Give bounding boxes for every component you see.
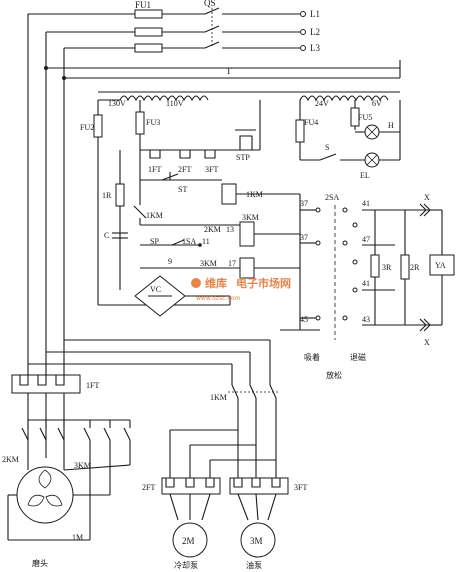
power-circuit	[7, 339, 289, 558]
motu-label: 磨头	[32, 558, 48, 568]
v6-label: 6V	[372, 99, 382, 108]
sa2-label: 2SA	[325, 193, 339, 202]
vc-label: VC	[150, 285, 161, 294]
km3-coil	[239, 221, 255, 247]
ft2-main-label: 2FT	[142, 483, 155, 492]
v130-label: 130V	[108, 99, 126, 108]
n47-label: 47	[362, 235, 370, 244]
m2-label: 2M	[182, 536, 195, 546]
l1-label: L1	[310, 9, 320, 19]
motor-1m-icon	[16, 466, 74, 524]
ft1-label: 1FT	[148, 165, 161, 174]
n13-label: 13	[226, 225, 234, 234]
n9-label: 9	[168, 257, 172, 266]
fangsong-label: 放松	[326, 370, 342, 380]
supply-lines	[27, 7, 306, 375]
km1-coil-label: 1KM	[246, 190, 263, 199]
km3-main-label: 3KM	[74, 461, 91, 470]
ft3-label: 3FT	[205, 165, 218, 174]
r3-resistor	[370, 254, 380, 278]
ft1-main-label: 1FT	[86, 381, 99, 390]
km1-coil	[221, 183, 237, 205]
r1-resistor	[115, 183, 125, 207]
c-label: C	[104, 231, 109, 240]
ft2-main-block	[161, 477, 221, 495]
sp-label: SP	[150, 237, 159, 246]
s-label: S	[325, 143, 329, 152]
control-circuit	[93, 99, 455, 340]
km3-contact-label: 3KM	[200, 259, 217, 268]
r3-label: 3R	[382, 263, 392, 272]
lengque-label: 冷却泵	[174, 560, 198, 570]
fu1-label: FU1	[135, 0, 151, 10]
fu5-fuse	[350, 107, 360, 127]
youbeng-label: 油泵	[246, 560, 262, 570]
fu4-fuse	[295, 119, 305, 143]
fu5-label: FU5	[358, 113, 372, 122]
xa-label: X	[424, 193, 430, 202]
m3-label: 3M	[250, 536, 263, 546]
n11-label: 11	[202, 237, 210, 246]
l3-label: L3	[310, 43, 320, 53]
ft3-main-label: 3FT	[294, 483, 307, 492]
fu2-fuse	[93, 114, 103, 138]
motor-3m-icon	[240, 522, 276, 558]
watermark-site: 电子市场网	[236, 276, 291, 290]
xizhe-label: 吸着	[304, 352, 320, 362]
n37b-label: 37	[300, 233, 308, 242]
watermark-url: www.dzsc.com	[196, 295, 240, 302]
n45-label: 45	[300, 315, 308, 324]
km2-coil	[239, 257, 255, 279]
n37a-label: 37	[300, 199, 308, 208]
h-label: H	[388, 121, 394, 130]
v110-label: 110V	[166, 99, 184, 108]
n43-label: 43	[362, 315, 370, 324]
v24-label: 24V	[315, 99, 329, 108]
ft3-main-block	[229, 477, 289, 495]
st-label: ST	[178, 185, 187, 194]
el-label: EL	[360, 171, 370, 180]
sa1-label: 1SA	[182, 237, 196, 246]
fu2-label: FU2	[80, 123, 94, 132]
transformer	[46, 60, 401, 102]
r2-resistor	[400, 254, 410, 280]
r1-label: 1R	[102, 191, 112, 200]
stp-label: STP	[236, 153, 250, 162]
qs-label: QS	[204, 0, 216, 8]
xb-label: X	[424, 338, 430, 347]
watermark: 维库 电子市场网 www.dzsc.com	[191, 276, 291, 302]
ya-label: YA	[435, 261, 446, 270]
ft2-label: 2FT	[178, 165, 191, 174]
km1-main-label: 1KM	[210, 393, 227, 402]
n41a-label: 41	[362, 199, 370, 208]
l2-label: L2	[310, 27, 320, 37]
motor-2m-icon	[172, 522, 208, 558]
tuici-label: 退磁	[350, 352, 366, 362]
watermark-brand: 维库	[205, 276, 227, 290]
fu3-label: FU3	[146, 118, 160, 127]
km2-main-label: 2KM	[2, 455, 19, 464]
km1-contact-label: 1KM	[146, 211, 163, 220]
km2-contact-label: 2KM	[204, 225, 221, 234]
m1-label: 1M	[72, 533, 83, 542]
n17-label: 17	[228, 259, 236, 268]
km3-coil-label: 3KM	[242, 213, 259, 222]
fu3-fuse	[135, 111, 145, 135]
fu4-label: FU4	[304, 118, 318, 127]
n41b-label: 41	[362, 279, 370, 288]
r2-label: 2R	[410, 263, 420, 272]
t-label: T	[226, 66, 232, 76]
